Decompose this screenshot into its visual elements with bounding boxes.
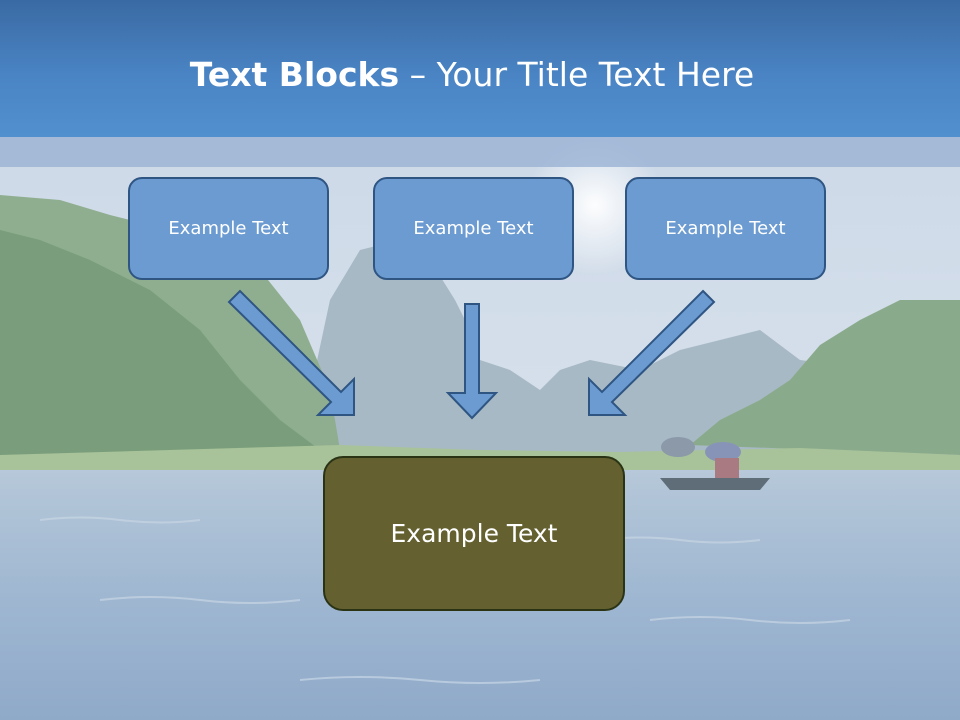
text-block-1-label: Example Text bbox=[168, 218, 289, 239]
arrow-down-icon bbox=[445, 303, 499, 420]
text-block-2[interactable]: Example Text bbox=[373, 177, 574, 280]
main-text-block[interactable]: Example Text bbox=[323, 456, 625, 611]
text-block-3-label: Example Text bbox=[665, 218, 786, 239]
arrow-right-icon bbox=[588, 289, 716, 416]
title-strip bbox=[0, 137, 960, 167]
text-block-3[interactable]: Example Text bbox=[625, 177, 826, 280]
text-block-2-label: Example Text bbox=[413, 218, 534, 239]
slide-title: Text Blocks – Your Title Text Here bbox=[0, 55, 944, 94]
title-bar bbox=[0, 0, 960, 137]
text-block-1[interactable]: Example Text bbox=[128, 177, 329, 280]
title-rest: Your Title Text Here bbox=[436, 55, 755, 94]
main-text-block-label: Example Text bbox=[390, 519, 558, 548]
title-bold: Text Blocks bbox=[189, 55, 400, 94]
title-dash: – bbox=[409, 55, 427, 94]
arrow-left-icon bbox=[227, 289, 355, 416]
